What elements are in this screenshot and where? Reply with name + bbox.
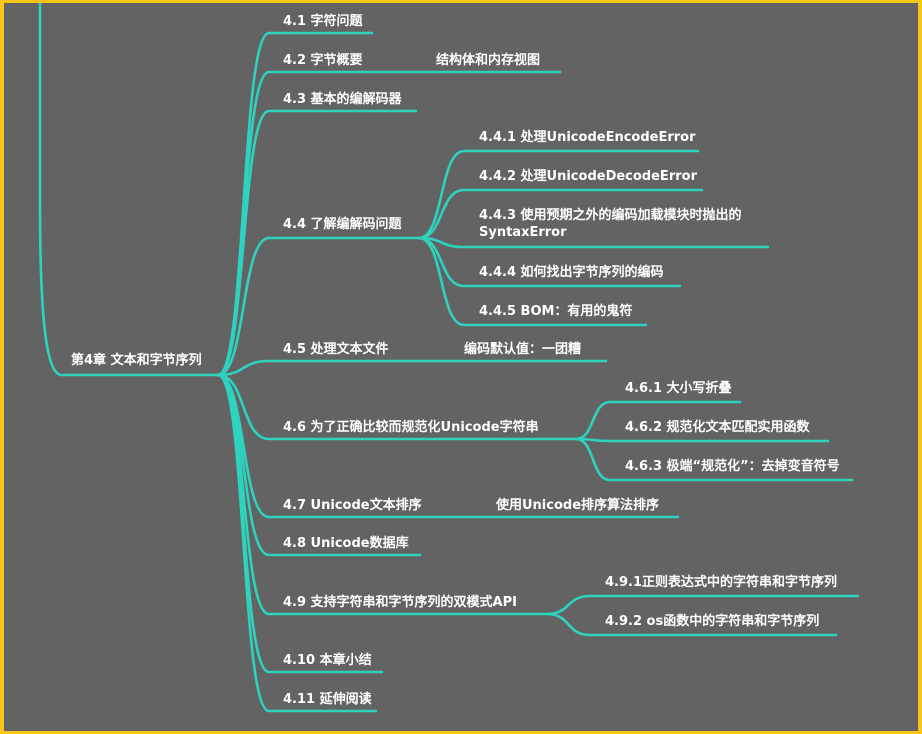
note-4-5[interactable]: 编码默认值：一团糟 <box>464 342 582 357</box>
link-4-6-2 <box>574 437 830 443</box>
section-4-7[interactable]: 4.7 Unicode文本排序 <box>283 498 422 513</box>
section-4-5[interactable]: 4.5 处理文本文件 <box>283 342 389 357</box>
root-underline <box>38 3 220 377</box>
section-4-8[interactable]: 4.8 Unicode数据库 <box>283 536 409 551</box>
link-4-4 <box>216 236 421 377</box>
section-4-1[interactable]: 4.1 字符问题 <box>283 14 363 29</box>
subsection-4-4-1[interactable]: 4.4.1 处理UnicodeEncodeError <box>479 130 696 145</box>
link-4-9-2 <box>545 612 838 637</box>
link-4-4-5 <box>417 236 648 327</box>
mind-map-canvas: 第4章 文本和字节序列 4.1 字符问题 4.2 字节概要 结构体和内存视图 4… <box>4 3 918 731</box>
link-4-4-1 <box>417 149 700 240</box>
subsection-4-4-3[interactable]: 4.4.3 使用预期之外的编码加载模块时抛出的SyntaxError <box>479 208 742 240</box>
section-4-11[interactable]: 4.11 延伸阅读 <box>283 692 372 707</box>
link-4-6 <box>216 373 578 441</box>
section-4-9[interactable]: 4.9 支持字符串和字节序列的双模式API <box>283 595 517 610</box>
link-4-6-1 <box>574 400 742 441</box>
subsection-4-9-1[interactable]: 4.9.1正则表达式中的字符串和字节序列 <box>605 575 838 590</box>
connector-lines <box>38 3 860 713</box>
subsection-4-4-4[interactable]: 4.4.4 如何找出字节序列的编码 <box>479 265 664 280</box>
link-4-9 <box>216 373 549 616</box>
link-4-3 <box>216 109 418 377</box>
section-4-10[interactable]: 4.10 本章小结 <box>283 653 372 668</box>
section-4-4[interactable]: 4.4 了解编解码问题 <box>283 217 402 232</box>
link-4-8 <box>216 373 422 557</box>
subsection-4-6-3[interactable]: 4.6.3 极端“规范化”：去掉变音符号 <box>625 459 840 474</box>
subsection-4-4-2[interactable]: 4.4.2 处理UnicodeDecodeError <box>479 169 697 184</box>
section-4-2[interactable]: 4.2 字节概要 <box>283 53 363 68</box>
subsection-4-6-1[interactable]: 4.6.1 大小写折叠 <box>625 381 732 396</box>
link-4-4-2 <box>417 188 704 240</box>
section-4-3[interactable]: 4.3 基本的编解码器 <box>283 92 402 107</box>
subsection-4-9-2[interactable]: 4.9.2 os函数中的字符串和字节序列 <box>605 614 820 629</box>
root-node[interactable]: 第4章 文本和字节序列 <box>71 353 202 368</box>
section-4-6[interactable]: 4.6 为了正确比较而规范化Unicode字符串 <box>283 420 539 435</box>
link-4-7 <box>216 373 680 519</box>
note-4-7[interactable]: 使用Unicode排序算法排序 <box>496 498 660 513</box>
link-4-9-1 <box>545 594 860 616</box>
note-4-2[interactable]: 结构体和内存视图 <box>436 53 541 68</box>
link-4-11 <box>216 373 378 713</box>
subsection-4-4-5[interactable]: 4.4.5 BOM：有用的鬼符 <box>479 304 633 319</box>
link-4-6-3 <box>574 437 854 482</box>
link-4-5 <box>216 359 608 377</box>
subsection-4-6-2[interactable]: 4.6.2 规范化文本匹配实用函数 <box>625 420 810 435</box>
